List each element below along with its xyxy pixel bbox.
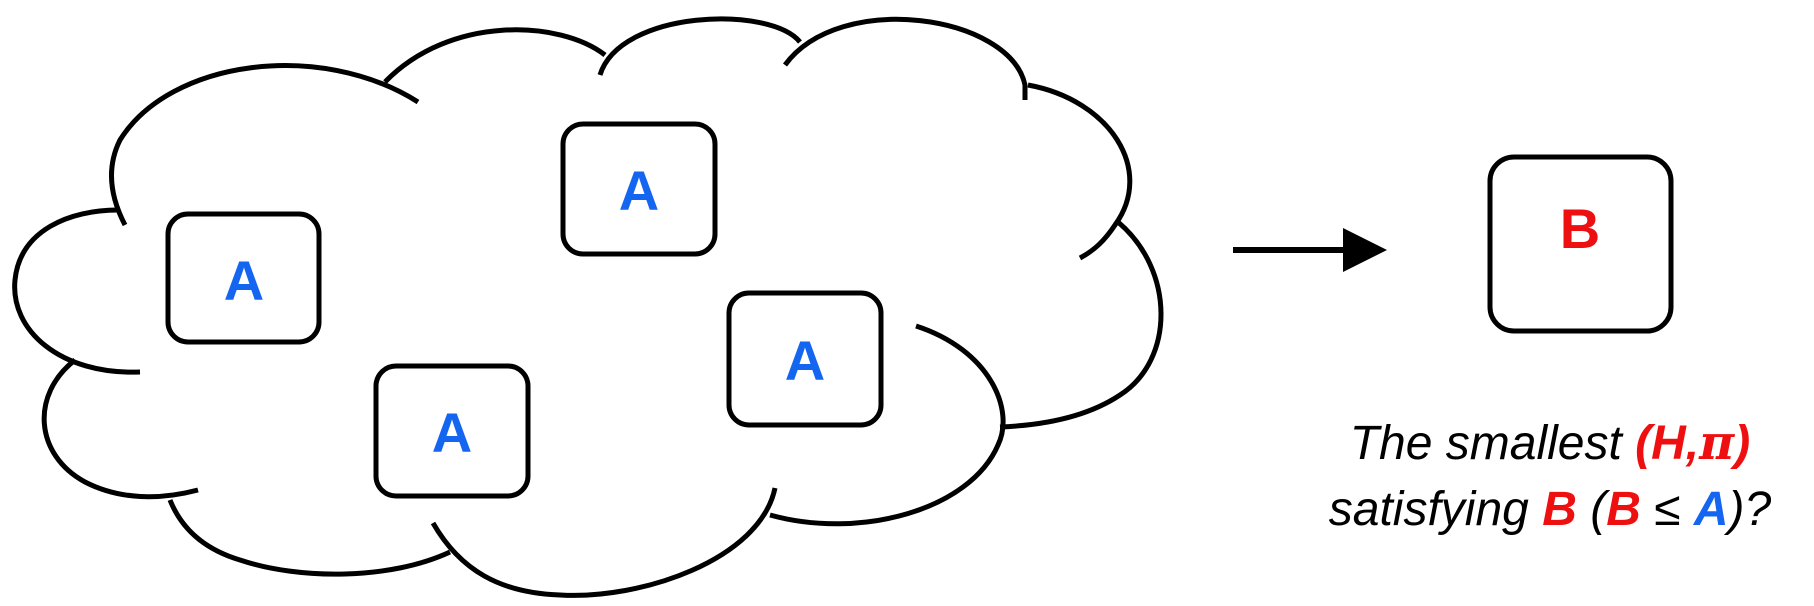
caption: The smallest (H,π) satisfying B (B ≤ A)? <box>1290 410 1810 543</box>
caption-hpi: (H,π) <box>1635 415 1751 471</box>
caption-suffix: )? <box>1728 483 1772 536</box>
caption-text-2: satisfying <box>1328 483 1543 536</box>
result-box-label: B <box>1560 197 1600 260</box>
cloud-outline <box>12 16 1164 598</box>
caption-a: A <box>1693 483 1729 536</box>
cloud-arc-top-center-left <box>383 27 607 84</box>
cloud-box-2: A <box>560 121 718 257</box>
cloud-box-4-label: A <box>785 329 825 392</box>
caption-open: ( <box>1576 483 1607 536</box>
cloud-box-2-label: A <box>619 159 659 222</box>
caption-paren-close: ) <box>1734 417 1751 470</box>
caption-comma: , <box>1685 417 1700 470</box>
caption-line-1: The smallest (H,π) <box>1290 410 1810 477</box>
caption-b2: B <box>1606 483 1641 536</box>
cloud-arc-lower-right <box>769 323 1006 527</box>
cloud-arc-top-right <box>782 16 1028 100</box>
cloud-arc-left-bottom <box>41 358 199 500</box>
cloud-arc-left <box>12 207 141 375</box>
caption-paren-open: ( <box>1635 417 1652 470</box>
caption-h: H <box>1651 417 1686 470</box>
right-arrow <box>1233 228 1387 272</box>
result-box: B <box>1487 154 1674 334</box>
cloud-box-3-label: A <box>432 401 472 464</box>
cloud-arc-right-top <box>1027 82 1133 261</box>
cloud-arc-bottom-left <box>167 499 452 577</box>
caption-pi: π <box>1699 415 1735 471</box>
caption-leq: ≤ <box>1640 483 1694 536</box>
cloud-arc-top-left <box>109 63 420 227</box>
caption-text: The smallest <box>1349 417 1636 470</box>
cloud-arc-right <box>999 220 1164 430</box>
cloud-box-1-label: A <box>224 249 264 312</box>
cloud-arc-bottom-center <box>430 487 778 598</box>
caption-b1: B <box>1542 483 1577 536</box>
cloud-box-4: A <box>726 290 884 428</box>
cloud-box-3: A <box>373 363 531 499</box>
cloud-arc-top-center <box>597 16 802 76</box>
cloud-box-1: A <box>165 211 322 345</box>
caption-line-2: satisfying B (B ≤ A)? <box>1290 477 1810 543</box>
